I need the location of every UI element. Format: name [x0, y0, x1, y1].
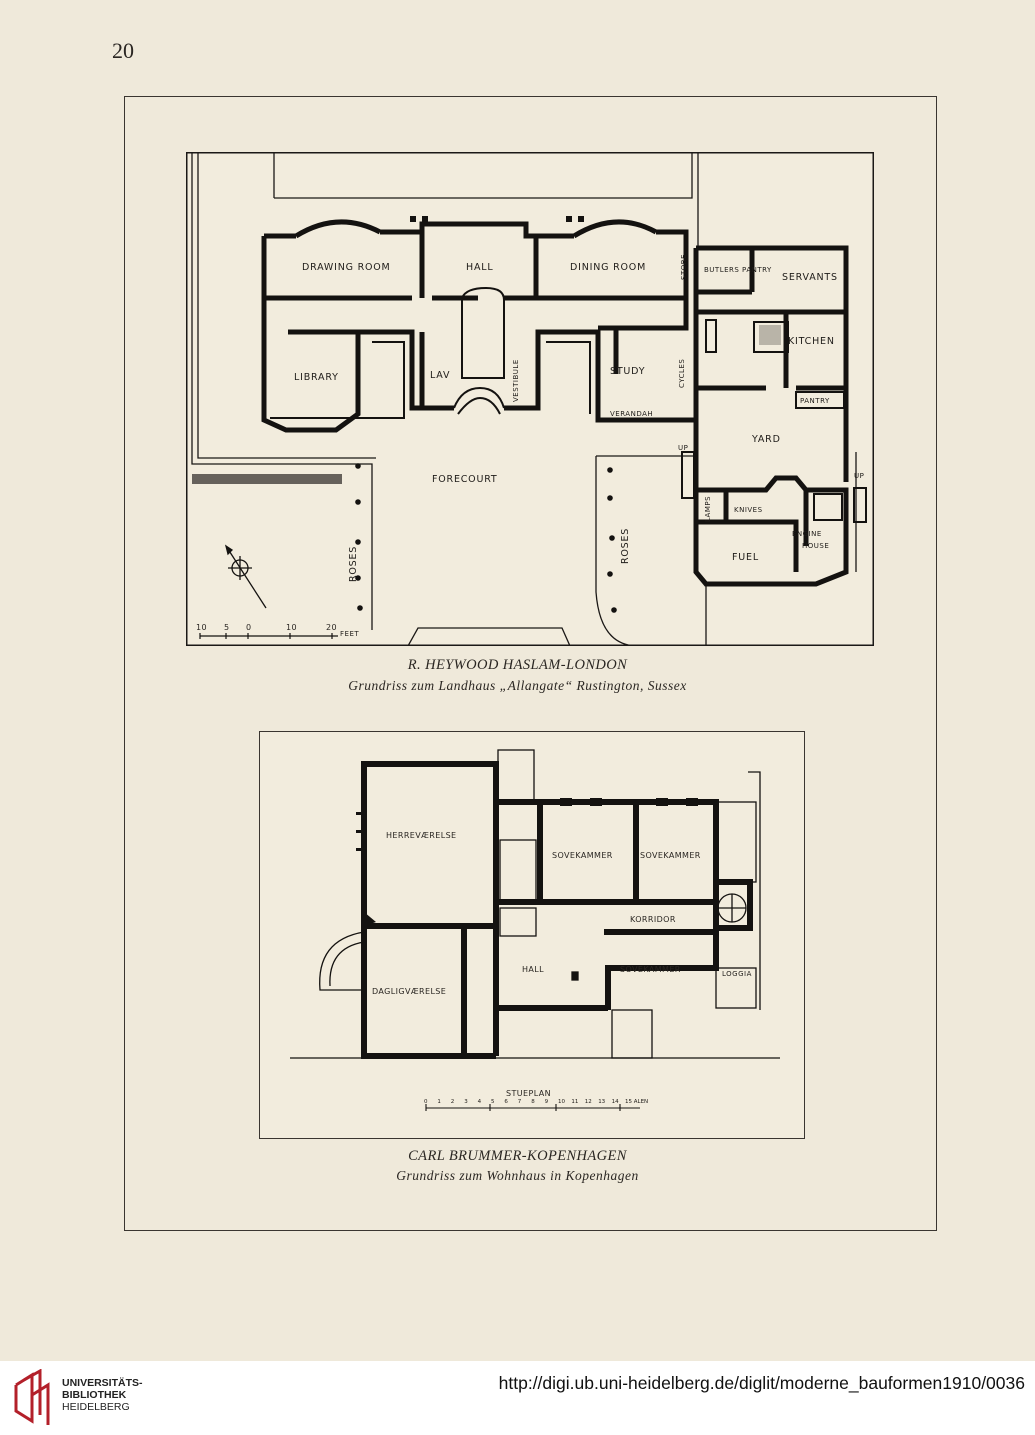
scale-tick-alen-8: 8	[531, 1099, 535, 1105]
plate-frame	[124, 96, 937, 1231]
footer-org-line1: UNIVERSITÄTS-	[62, 1377, 143, 1389]
room-study: STUDY	[610, 366, 645, 377]
label-up-left: UP	[678, 444, 688, 452]
scale-tick-5: 5	[224, 623, 230, 632]
floor-plan-kopenhagen: HERREVÆRELSE SOVEKAMMER SOVEKAMMER KORRI…	[259, 731, 805, 1139]
scale-bar-alen	[425, 1104, 640, 1111]
room-forecourt: FORECOURT	[432, 474, 498, 485]
scale-tick-alen-6: 6	[504, 1099, 508, 1105]
room-hall: HALL	[466, 262, 493, 273]
footer-org-name: UNIVERSITÄTS- BIBLIOTHEK HEIDELBERG	[62, 1377, 143, 1413]
room-hall-kopenhagen: HALL	[522, 965, 544, 974]
scale-tick-alen-0: 0	[424, 1099, 428, 1105]
room-yard: YARD	[751, 434, 781, 445]
room-fuel: FUEL	[732, 552, 759, 563]
room-knives: KNIVES	[734, 506, 763, 514]
caption-architect-haslam: R. HEYWOOD HASLAM-LONDON	[407, 657, 628, 673]
page-number: 20	[112, 38, 134, 63]
scale-tick-alen-4: 4	[478, 1099, 482, 1105]
label-up-right: UP	[854, 472, 864, 480]
room-lamps: LAMPS	[704, 496, 712, 522]
university-logo-icon	[14, 1369, 50, 1425]
room-verandah: VERANDAH	[610, 410, 653, 418]
scale-bar-feet	[199, 633, 338, 639]
floor-plan-allangate: DRAWING ROOM HALL DINING ROOM STORE BUTL…	[186, 152, 874, 646]
room-korridor: KORRIDOR	[630, 915, 676, 924]
room-dining-room: DINING ROOM	[570, 262, 646, 273]
scale-unit-feet: FEET	[340, 630, 359, 638]
scale-tick-10: 10	[286, 623, 297, 632]
scale-tick-alen-9: 9	[545, 1099, 549, 1105]
scale-tick-alen-10: 10	[558, 1099, 565, 1105]
scale-tick-alen-15: 15 ALEN	[625, 1099, 648, 1105]
scale-tick-alen-13: 13	[598, 1099, 605, 1105]
scale-title-stueplan: STUEPLAN	[506, 1089, 551, 1098]
room-cycles: CYCLES	[678, 359, 686, 388]
room-library: LIBRARY	[294, 372, 339, 383]
room-store: STORE	[680, 254, 688, 280]
scale-tick-10-left: 10	[196, 623, 207, 632]
compass-icon	[224, 544, 267, 609]
scale-tick-alen-14: 14	[612, 1099, 619, 1105]
label-roses-left: ROSES	[348, 546, 359, 582]
scale-tick-alen-11: 11	[571, 1099, 578, 1105]
footer-url-link[interactable]: http://digi.ub.uni-heidelberg.de/diglit/…	[498, 1373, 1025, 1393]
room-drawing-room: DRAWING ROOM	[302, 262, 391, 273]
room-house: HOUSE	[802, 542, 829, 550]
room-sovekammer-2: SOVEKAMMER	[640, 851, 701, 860]
scale-tick-20: 20	[326, 623, 337, 632]
room-lav: LAV	[430, 370, 450, 381]
scale-tick-alen-1: 1	[437, 1099, 441, 1105]
footer-org-line3: HEIDELBERG	[62, 1401, 130, 1413]
room-vestibule: VESTIBULE	[512, 359, 520, 402]
footer-bar: UNIVERSITÄTS- BIBLIOTHEK HEIDELBERG http…	[0, 1361, 1035, 1435]
scale-tick-alen-2: 2	[451, 1099, 455, 1105]
room-dagligvaerelse: DAGLIGVÆRELSE	[372, 987, 446, 996]
scale-tick-alen-5: 5	[491, 1099, 495, 1105]
footer-org-line2: BIBLIOTHEK	[62, 1389, 127, 1401]
scale-tick-0: 0	[246, 623, 252, 632]
caption-subtitle-allangate: Grundriss zum Landhaus „Allangate“ Rusti…	[348, 678, 687, 693]
room-butlers-pantry: BUTLERS PANTRY	[704, 266, 772, 274]
label-roses-right: ROSES	[620, 528, 631, 564]
room-herrevaerelse: HERREVÆRELSE	[386, 831, 457, 840]
room-sovekammer-3: SOVEKAMMER	[620, 965, 681, 974]
room-kitchen: KITCHEN	[788, 336, 835, 347]
floor-plan-allangate-drawing: DRAWING ROOM HALL DINING ROOM STORE BUTL…	[186, 152, 874, 646]
room-loggia: LOGGIA	[722, 970, 752, 978]
caption-subtitle-kopenhagen: Grundriss zum Wohnhaus in Kopenhagen	[396, 1168, 639, 1183]
scale-tick-alen-12: 12	[585, 1099, 592, 1105]
floor-plan-kopenhagen-drawing: HERREVÆRELSE SOVEKAMMER SOVEKAMMER KORRI…	[290, 749, 780, 1111]
room-engine: ENGINE	[792, 530, 822, 538]
scale-tick-alen-3: 3	[464, 1099, 468, 1105]
caption-architect-brummer: CARL BRUMMER-KOPENHAGEN	[408, 1148, 627, 1164]
room-sovekammer-1: SOVEKAMMER	[552, 851, 613, 860]
room-pantry: PANTRY	[800, 397, 830, 405]
room-servants: SERVANTS	[782, 272, 838, 283]
scale-tick-alen-7: 7	[518, 1099, 522, 1105]
